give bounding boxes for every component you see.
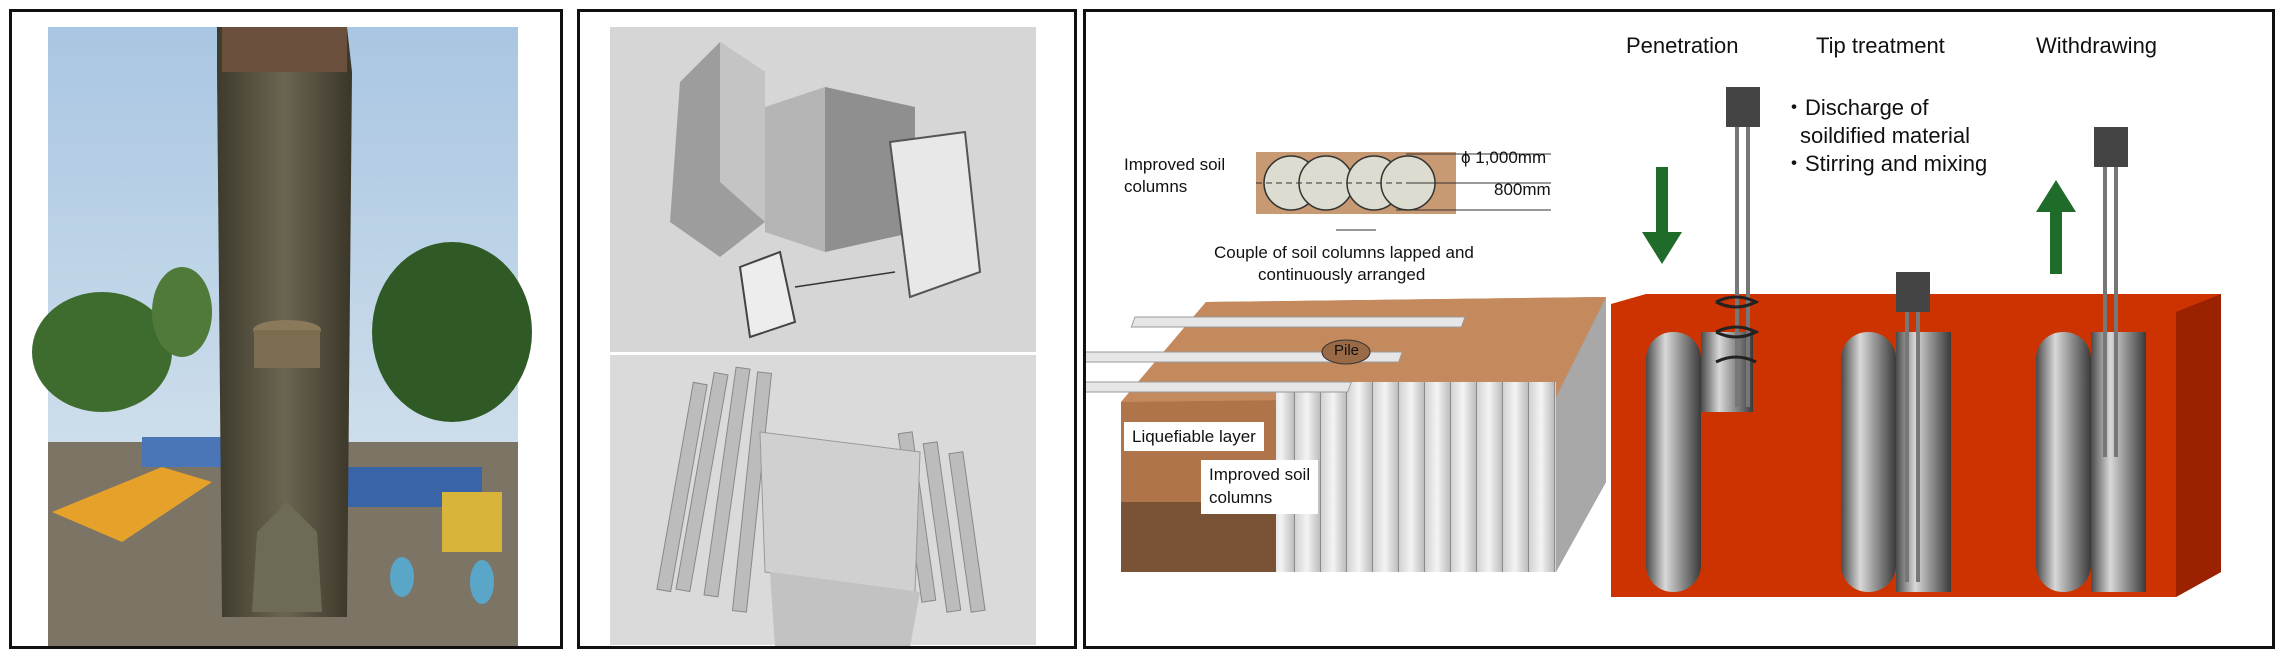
improved-columns-label-2: columns: [1209, 487, 1273, 507]
pile-label: Pile: [1334, 342, 1360, 359]
model-panel: [577, 9, 1077, 649]
liquefiable-layer-label: Liquefiable layer: [1124, 422, 1264, 452]
tip-treatment-label: Tip treatment: [1816, 33, 1945, 58]
improved-columns-label: Improved soil columns: [1201, 460, 1319, 514]
diagram-panel: Penetration Tip treatment Withdrawing ・D…: [1083, 9, 2275, 649]
withdrawing-label: Withdrawing: [2036, 33, 2158, 58]
tip-note-2: soildified material: [1800, 123, 1970, 148]
plan-caption-2: continuously arranged: [1258, 265, 1426, 284]
photo-panel: [9, 9, 563, 649]
diameter-label: ϕ 1,000mm: [1461, 148, 1547, 167]
plan-label-2: columns: [1124, 177, 1188, 196]
penetration-label: Penetration: [1626, 33, 1739, 58]
lattice-3d-models: [610, 27, 1036, 646]
construction-steps: [1611, 87, 2221, 597]
tip-note-1: ・Discharge of: [1783, 95, 1929, 120]
construction-diagram: [1086, 87, 2221, 597]
plan-view: [1256, 152, 1551, 231]
spacing-label: 800mm: [1494, 180, 1551, 199]
plan-label-1: Improved soil: [1124, 155, 1226, 174]
soil-column-photo: [32, 27, 532, 646]
plan-caption-1: Couple of soil columns lapped and: [1214, 243, 1474, 262]
improved-columns-label-1: Improved soil: [1209, 465, 1311, 484]
tip-note-3: ・Stirring and mixing: [1783, 151, 1988, 176]
